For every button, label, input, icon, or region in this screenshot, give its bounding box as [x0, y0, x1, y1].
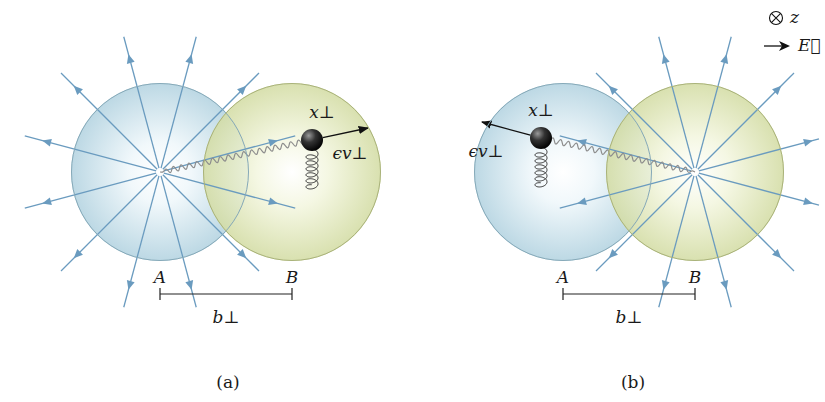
nucleus-border: [72, 84, 249, 261]
field-arrowhead: [662, 54, 670, 64]
field-arrowhead: [74, 249, 83, 258]
nucleus-label: B: [689, 268, 702, 288]
field-line: [560, 173, 691, 208]
field-arrowhead: [662, 280, 670, 290]
field-arrowhead: [42, 197, 52, 205]
nucleus-outline: [606, 83, 786, 263]
field-line: [596, 175, 692, 271]
field-arrowhead: [185, 280, 193, 290]
gluon-coil: [535, 147, 547, 187]
nucleus-label: A: [557, 268, 569, 288]
field-line: [164, 173, 295, 208]
field-line: [696, 37, 731, 168]
field-line: [161, 37, 196, 168]
position-label: x⊥: [309, 103, 335, 123]
node-text-holder: A: [71, 268, 249, 291]
nucleus-border: [607, 84, 784, 261]
impact-parameter-label: b⊥: [213, 308, 240, 328]
field-line: [25, 136, 156, 171]
field-line: [164, 136, 295, 171]
legend-text: E⃗: [798, 36, 821, 56]
field-line: [25, 173, 156, 208]
quark-sphere: [530, 127, 552, 149]
nucleus-fill: [203, 83, 381, 261]
impact-parameter-label: b⊥: [616, 308, 643, 328]
field-arrowhead: [127, 54, 135, 64]
field-arrowhead: [577, 197, 587, 205]
field-line: [163, 175, 259, 271]
field-line: [698, 73, 794, 169]
field-direction-arrow: [762, 36, 792, 56]
field-line: [699, 173, 819, 205]
field-line: [61, 73, 157, 169]
field-arrowhead: [237, 86, 246, 95]
field-line: [124, 176, 159, 307]
field-arrowhead: [237, 249, 246, 258]
nucleus-label: B: [286, 268, 299, 288]
field-arrowhead: [127, 280, 135, 290]
field-arrowhead: [185, 54, 193, 64]
field-line: [124, 37, 159, 168]
quark-sphere: [301, 129, 323, 151]
impact-parameter-bracket: [160, 288, 292, 300]
field-arrowhead: [609, 249, 618, 258]
field-arrowhead: [268, 197, 278, 205]
legend-entry: z: [768, 8, 799, 28]
impact-parameter-bracket: [563, 288, 695, 300]
nucleus-outline: [71, 83, 251, 263]
gluon-coil: [306, 149, 318, 189]
field-line: [61, 175, 157, 271]
panel-label: (a): [216, 373, 239, 393]
into-page-symbol: [768, 9, 784, 27]
node-text-holder: A: [474, 268, 652, 291]
field-line: [698, 175, 794, 271]
field-arrowhead: [720, 54, 728, 64]
field-arrowhead: [720, 280, 728, 290]
legend-entry: E⃗: [762, 36, 821, 56]
field-line: [659, 37, 694, 168]
nucleus-outline: [474, 83, 654, 263]
field-line: [163, 73, 259, 169]
velocity-label: ϵv⊥: [468, 142, 503, 162]
field-line: [699, 139, 819, 171]
field-line: [659, 176, 694, 307]
nucleus-border: [204, 84, 381, 261]
field-line: [161, 176, 196, 307]
nucleus-label: A: [154, 268, 166, 288]
velocity-label: ϵv⊥: [332, 144, 367, 164]
field-arrowhead: [42, 139, 52, 147]
nucleus-circle: B: [203, 83, 381, 291]
field-arrowhead: [772, 249, 781, 258]
nucleus-border: [475, 84, 652, 261]
field-arrowhead: [609, 86, 618, 95]
panel-label: (b): [621, 373, 645, 393]
legend-text: z: [790, 8, 799, 28]
nucleus-circle: A: [71, 83, 249, 291]
field-arrowhead: [803, 139, 813, 147]
node-text-holder: B: [606, 268, 784, 291]
field-arrowhead: [74, 86, 83, 95]
field-arrowhead: [803, 197, 813, 205]
field-line: [596, 73, 692, 169]
nucleus-circle: B: [606, 83, 784, 291]
field-arrowhead: [772, 86, 781, 95]
node-text-holder: B: [203, 268, 381, 291]
field-line: [696, 176, 731, 307]
position-label: x⊥: [528, 101, 554, 121]
velocity-arrow: [323, 128, 368, 138]
gluon-line: [542, 138, 695, 172]
nucleus-outline: [203, 83, 383, 263]
gluon-line: [160, 140, 312, 173]
nucleus-circle: A: [474, 83, 652, 291]
